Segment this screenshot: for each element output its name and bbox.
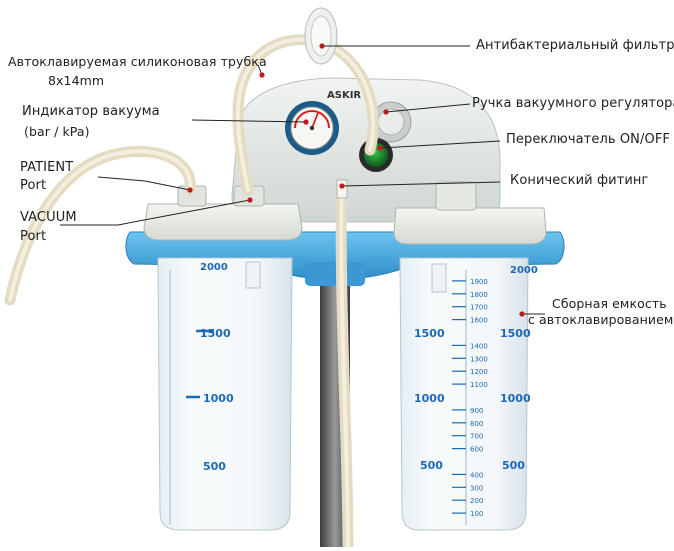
- jar-label: Сборная емкость: [552, 296, 667, 311]
- right-scale-minor-600: 600: [470, 446, 483, 454]
- gauge-label: Индикатор вакуума: [22, 104, 160, 119]
- right-scale-minor-900: 900: [470, 407, 483, 415]
- right-scale-minor-1700: 1700: [470, 304, 488, 312]
- right-scale-minor-1200: 1200: [470, 368, 488, 376]
- patient-port-label: PATIENT: [20, 160, 73, 175]
- filter-label: Антибактериальный фильтр: [476, 38, 674, 53]
- right-scale-1000-right: 1000: [500, 392, 531, 405]
- vacuum-port-sub-label: Port: [20, 229, 46, 244]
- right-scale-minor-400: 400: [470, 471, 483, 479]
- right-scale-minor-1800: 1800: [470, 291, 488, 299]
- antibacterial-filter: [305, 8, 337, 64]
- right-scale-500-left: 500: [420, 459, 443, 472]
- left-scale-1000: 1000: [203, 392, 234, 405]
- right-scale-2000: 2000: [510, 265, 538, 276]
- right-scale-minor-1400: 1400: [470, 342, 488, 350]
- right-scale-minor-800: 800: [470, 420, 483, 428]
- vacuum-gauge: [285, 101, 339, 155]
- patient-port-sub-label: Port: [20, 178, 46, 193]
- right-scale-minor-1900: 1900: [470, 278, 488, 286]
- left-scale-2000: 2000: [200, 262, 228, 273]
- right-scale-minor-1300: 1300: [470, 355, 488, 363]
- right-scale-minor-1600: 1600: [470, 317, 488, 325]
- right-scale-minor-100: 100: [470, 510, 483, 518]
- conical-fitting: [337, 180, 347, 198]
- right-scale-minor-200: 200: [470, 497, 483, 505]
- fitting-label: Конический фитинг: [510, 173, 648, 188]
- right-scale-500-right: 500: [502, 459, 525, 472]
- jar-autoclave-label: с автоклавированием: [528, 312, 673, 327]
- left-scale-500: 500: [203, 460, 226, 473]
- right-scale-1500-right: 1500: [500, 327, 531, 340]
- left-scale-1500: 1500: [200, 327, 231, 340]
- right-scale-minor-1100: 1100: [470, 381, 488, 389]
- tube-label: Автоклавируемая силиконовая трубка: [8, 54, 267, 69]
- ring-hub: [305, 262, 365, 286]
- tube-size-label: 8x14mm: [48, 73, 104, 88]
- switch-label: Переключатель ON/OFF: [506, 132, 670, 147]
- right-scale-1500-left: 1500: [414, 327, 445, 340]
- right-scale-1000-left: 1000: [414, 392, 445, 405]
- right-scale-minor-300: 300: [470, 484, 483, 492]
- vacuum-port-label: VACUUM: [20, 210, 77, 225]
- regulator-label: Ручка вакуумного регулятора: [472, 96, 674, 111]
- right-scale-minor-700: 700: [470, 433, 483, 441]
- gauge-units-label: (bar / kPa): [24, 124, 90, 139]
